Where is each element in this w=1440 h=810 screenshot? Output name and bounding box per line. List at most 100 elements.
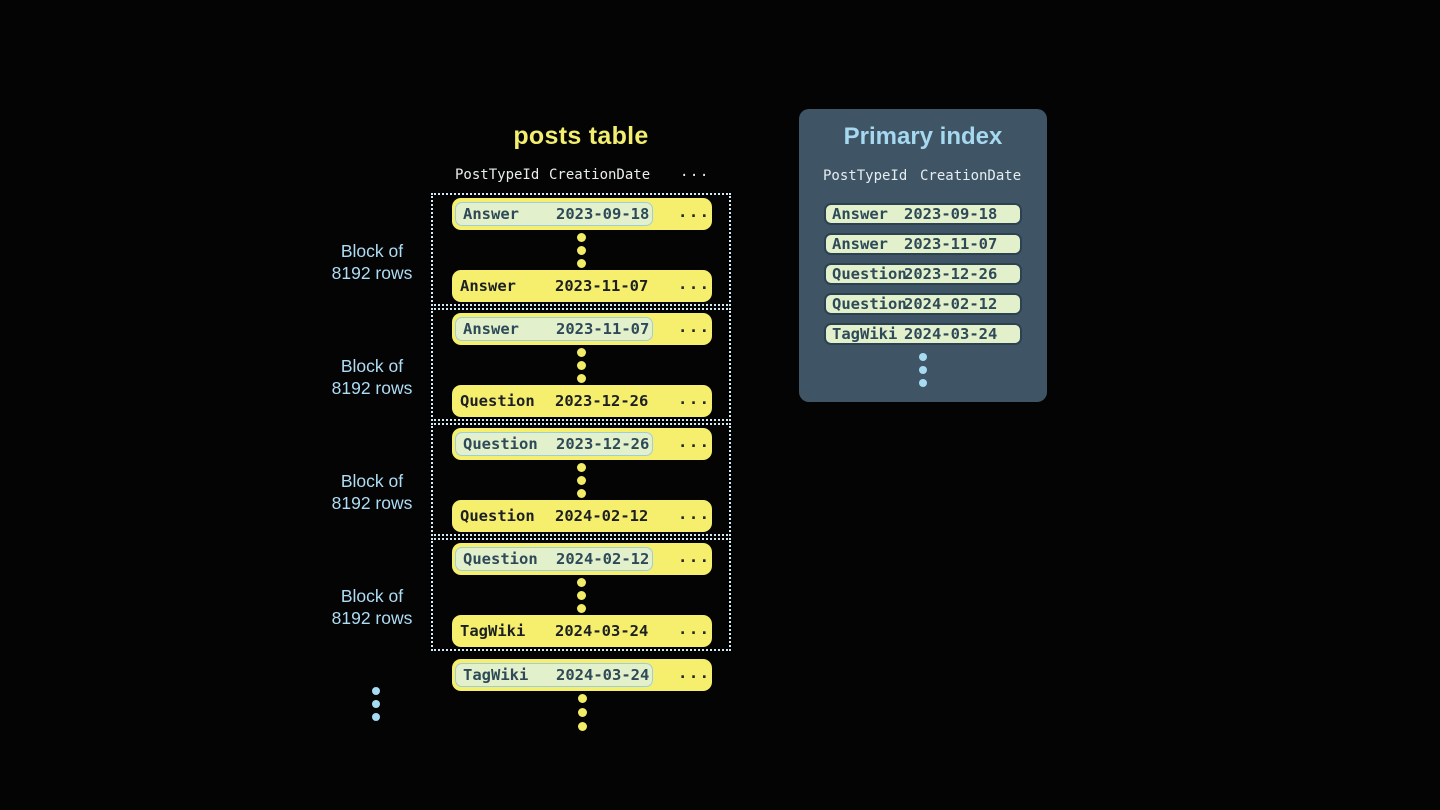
row-more-columns: ... xyxy=(678,664,711,683)
table-row-block-min: Question 2023-12-26 ... xyxy=(452,428,712,460)
dot xyxy=(577,708,587,717)
row-creation-date: 2024-03-24 xyxy=(555,622,649,640)
dot xyxy=(372,700,380,708)
dot xyxy=(576,348,586,357)
posts-block: Question 2024-02-12 ... TagWiki 2024-03-… xyxy=(431,538,731,651)
block-label-line: 8192 rows xyxy=(331,262,413,283)
dot xyxy=(576,361,586,370)
posts-column-header-more: ... xyxy=(680,164,710,180)
row-post-type: Answer xyxy=(460,277,516,295)
table-row-block-max: Question 2024-02-12 ... xyxy=(452,500,712,532)
table-row-block-max: Question 2023-12-26 ... xyxy=(452,385,712,417)
row-post-type: Question xyxy=(832,265,907,283)
block-label: Block of 8192 rows xyxy=(298,241,446,284)
dot xyxy=(372,713,380,721)
row-creation-date: 2023-11-07 xyxy=(556,320,650,338)
index-column-header-posttypeid: PostTypeId xyxy=(823,168,908,184)
ellipsis-dots xyxy=(799,353,1047,387)
table-row-block-min: Answer 2023-11-07 ... xyxy=(452,313,712,345)
row-highlight-pill: Answer 2023-09-18 xyxy=(455,202,653,226)
row-post-type: TagWiki xyxy=(460,622,526,640)
row-more-columns: ... xyxy=(678,318,711,337)
row-highlight-pill: Answer 2023-11-07 xyxy=(455,317,653,341)
block-label: Block of 8192 rows xyxy=(298,471,446,514)
dot xyxy=(576,233,586,242)
block-label-line: 8192 rows xyxy=(331,607,413,628)
table-row-block-max: Answer 2023-11-07 ... xyxy=(452,270,712,302)
block-label: Block of 8192 rows xyxy=(298,586,446,629)
row-post-type: Answer xyxy=(832,205,888,223)
dot xyxy=(919,379,927,387)
row-more-columns: ... xyxy=(678,433,711,452)
posts-block: Answer 2023-09-18 ... Answer 2023-11-07 … xyxy=(431,193,731,306)
row-post-type: TagWiki xyxy=(832,325,898,343)
primary-index-title: Primary index xyxy=(843,123,1003,150)
dot xyxy=(576,259,586,268)
dot xyxy=(919,366,927,374)
row-creation-date: 2023-12-26 xyxy=(904,265,998,283)
row-creation-date: 2024-02-12 xyxy=(904,295,998,313)
posts-column-header-creationdate: CreationDate xyxy=(549,167,651,183)
row-more-columns: ... xyxy=(678,548,711,567)
block-label-line: 8192 rows xyxy=(331,377,413,398)
row-creation-date: 2024-03-24 xyxy=(556,666,650,684)
table-row-block-min: Question 2024-02-12 ... xyxy=(452,543,712,575)
row-creation-date: 2024-03-24 xyxy=(904,325,998,343)
row-creation-date: 2023-12-26 xyxy=(555,392,649,410)
row-highlight-pill: Question 2024-02-12 xyxy=(455,547,653,571)
row-post-type: Question xyxy=(460,392,535,410)
posts-block: Question 2023-12-26 ... Question 2024-02… xyxy=(431,423,731,536)
row-creation-date: 2023-09-18 xyxy=(556,205,650,223)
index-row: TagWiki 2024-03-24 xyxy=(824,323,1022,345)
ellipsis-dots xyxy=(452,694,712,731)
row-post-type: Answer xyxy=(832,235,888,253)
dot xyxy=(576,374,586,383)
ellipsis-dots xyxy=(433,348,729,383)
row-creation-date: 2024-02-12 xyxy=(556,550,650,568)
dot xyxy=(576,489,586,498)
dot xyxy=(919,353,927,361)
table-row-block-max: TagWiki 2024-03-24 ... xyxy=(452,615,712,647)
index-row: Question 2023-12-26 xyxy=(824,263,1022,285)
row-post-type: Answer xyxy=(463,320,519,338)
block-label-line: Block of xyxy=(340,356,404,376)
dot xyxy=(576,591,586,600)
dot xyxy=(577,694,587,703)
posts-table-title: posts table xyxy=(513,122,649,150)
block-label-line: Block of xyxy=(340,586,404,606)
row-more-columns: ... xyxy=(678,203,711,222)
primary-index-panel: Primary index PostTypeId CreationDate An… xyxy=(799,109,1047,402)
index-row: Answer 2023-11-07 xyxy=(824,233,1022,255)
more-blocks-ellipsis-dots xyxy=(340,687,412,721)
block-label-line: 8192 rows xyxy=(331,492,413,513)
dot xyxy=(576,463,586,472)
table-row-block-min: Answer 2023-09-18 ... xyxy=(452,198,712,230)
posts-column-header-posttypeid: PostTypeId xyxy=(455,167,540,183)
ellipsis-dots xyxy=(433,233,729,268)
index-column-header-creationdate: CreationDate xyxy=(920,168,1022,184)
block-label-line: Block of xyxy=(340,241,404,261)
row-highlight-pill: TagWiki 2024-03-24 xyxy=(455,663,653,687)
row-highlight-pill: Question 2023-12-26 xyxy=(455,432,653,456)
table-row-overflow: TagWiki 2024-03-24 ... xyxy=(452,659,712,691)
row-post-type: Question xyxy=(463,550,538,568)
row-creation-date: 2024-02-12 xyxy=(555,507,649,525)
dot xyxy=(577,722,587,731)
dot xyxy=(576,604,586,613)
row-post-type: TagWiki xyxy=(463,666,529,684)
index-row: Answer 2023-09-18 xyxy=(824,203,1022,225)
dot xyxy=(576,246,586,255)
row-creation-date: 2023-09-18 xyxy=(904,205,998,223)
ellipsis-dots xyxy=(433,578,729,613)
row-post-type: Question xyxy=(460,507,535,525)
block-label-line: Block of xyxy=(340,471,404,491)
row-creation-date: 2023-11-07 xyxy=(555,277,649,295)
row-more-columns: ... xyxy=(678,620,711,639)
row-more-columns: ... xyxy=(678,505,711,524)
row-post-type: Question xyxy=(832,295,907,313)
row-post-type: Answer xyxy=(463,205,519,223)
dot xyxy=(576,578,586,587)
row-post-type: Question xyxy=(463,435,538,453)
row-creation-date: 2023-12-26 xyxy=(556,435,650,453)
